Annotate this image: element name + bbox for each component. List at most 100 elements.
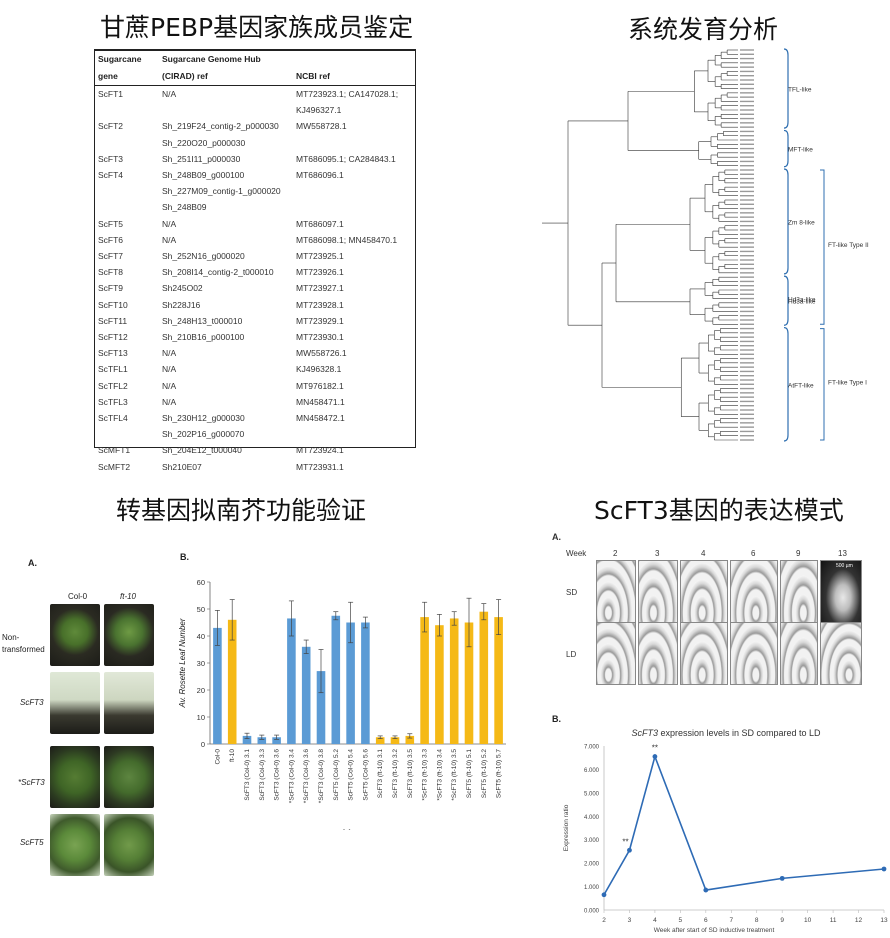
transgenic-photos-panel: A. Col-0 ft-10 Non- transformed ScFT3 *S… — [0, 548, 170, 938]
bar — [257, 737, 267, 744]
table-row: Sh_248B09 — [95, 199, 415, 215]
gene-cell: ScFT13 — [98, 348, 128, 359]
expression-line-chart: B.ScFT3 expression levels in SD compared… — [548, 712, 890, 934]
x-tick-label: ScFT3 (ft-10) 3.2 — [392, 749, 399, 799]
y-tick-label: 4.000 — [584, 815, 600, 821]
x-tick-label: *ScFT3 (Col-0) 3.8 — [318, 749, 325, 804]
gene-cell: ScTFL1 — [98, 364, 128, 375]
bar — [479, 611, 489, 744]
row-label-scft5: ScFT5 — [20, 838, 44, 847]
cirad-cell: N/A — [162, 234, 177, 245]
cirad-cell: Sh_227M09_contig-1_g000020 — [162, 186, 281, 197]
gene-cell: ScFT11 — [98, 315, 128, 326]
cirad-cell: N/A — [162, 218, 177, 229]
y-tick-label: 3.000 — [584, 838, 600, 844]
x-tick-label: ScFT3 (ft-10) 3.5 — [407, 749, 414, 799]
title-expression: ScFT3基因的表达模式 — [594, 496, 844, 525]
x-tick-label: *ScFT3 (Col-0) 3.6 — [303, 749, 310, 804]
x-tick-label: ScFT5 (ft-10) 5.2 — [481, 749, 488, 799]
gene-cell: ScMFT1 — [98, 445, 131, 456]
ncbi-cell: MT723926.1 — [296, 267, 344, 278]
gene-cell: ScTFL2 — [98, 380, 128, 391]
series-line — [603, 753, 885, 896]
significance-label: ** — [622, 837, 628, 846]
bar — [272, 737, 281, 744]
ncbi-cell — [293, 135, 415, 151]
panel-label-ish: A. — [552, 532, 561, 542]
x-tick-label: ScFT5 (Col-0) 5.6 — [362, 749, 369, 801]
line-chart-svg: B.ScFT3 expression levels in SD compared… — [552, 714, 888, 934]
y-tick-label: 60 — [197, 578, 205, 587]
y-tick-label: 20 — [197, 686, 205, 695]
gene-cell: ScFT2 — [98, 121, 124, 132]
row-label-scft3: ScFT3 — [20, 698, 44, 707]
ncbi-cell — [293, 199, 415, 215]
y-tick-label: 7.000 — [584, 745, 600, 751]
x-tick-label: 9 — [780, 917, 784, 924]
cirad-cell: Sh_248B09_g000100 — [162, 170, 245, 181]
plant-photo — [50, 746, 100, 808]
x-tick-label: *ScFT3 (ft-10) 3.5 — [451, 749, 458, 801]
micrograph — [780, 560, 818, 623]
gene-cell: ScFT6 — [98, 234, 124, 245]
x-axis-label: Week after start of SD inductive treatme… — [654, 927, 775, 933]
bar — [464, 622, 474, 744]
clade-bracket — [783, 168, 789, 275]
data-point — [601, 892, 607, 898]
y-tick-label: 0 — [201, 740, 205, 749]
cirad-cell: Sh_252N16_g000020 — [162, 251, 245, 262]
x-tick-label: ScFT3 (Col-0) 3.6 — [274, 749, 281, 801]
cirad-cell: Sh_204E12_t000040 — [162, 445, 242, 456]
gene-cell: ScFT12 — [98, 332, 128, 343]
gene-cell: ScFT4 — [98, 170, 124, 181]
ncbi-cell: MW558726.1 — [296, 348, 347, 359]
ncbi-cell — [293, 183, 415, 199]
clade-label: TFL-like — [788, 87, 812, 94]
micrograph — [730, 560, 778, 623]
cirad-cell: Sh_210B16_p000100 — [162, 332, 245, 343]
cirad-cell: N/A — [162, 396, 177, 407]
x-axis-label: Line — [343, 828, 362, 830]
cirad-cell: N/A — [162, 364, 177, 375]
x-tick-label: ScFT3 (ft-10) 3.1 — [377, 749, 384, 799]
table-row: Sh_202P16_g000070 — [95, 426, 415, 442]
ncbi-cell: MT723928.1 — [296, 299, 344, 310]
table-row: Sh_220O20_p000030 — [95, 135, 415, 151]
gene-cell — [95, 135, 159, 151]
x-tick-label: 11 — [830, 917, 837, 924]
cirad-cell: Sh210E07 — [162, 461, 202, 472]
x-tick-label: 8 — [755, 917, 759, 924]
x-tick-label: 5 — [679, 917, 683, 924]
row-label-ld: LD — [566, 650, 577, 659]
scale-label: 500 µm — [836, 563, 853, 569]
bar — [435, 625, 444, 744]
week-label-13: 13 — [838, 549, 847, 558]
bar — [227, 619, 237, 744]
gene-cell — [95, 102, 159, 118]
micrograph — [820, 622, 862, 685]
cirad-cell: Sh_251I11_p000030 — [162, 153, 241, 164]
x-tick-label: ScFT3 (Col-0) 3.3 — [259, 749, 266, 801]
bar — [242, 735, 252, 744]
cirad-cell: Sh228J16 — [162, 299, 201, 310]
bar — [420, 617, 429, 744]
bar — [361, 622, 370, 744]
micrograph — [780, 622, 818, 685]
cirad-cell: Sh_248H13_t000010 — [162, 315, 243, 326]
table-header: (CIRAD) ref — [159, 68, 293, 86]
table-header: Sugarcane — [95, 50, 159, 68]
bar — [405, 735, 415, 744]
gene-cell: ScFT5 — [98, 218, 124, 229]
clade-bracket — [783, 129, 789, 168]
title-phylogeny: 系统发育分析 — [628, 15, 779, 44]
